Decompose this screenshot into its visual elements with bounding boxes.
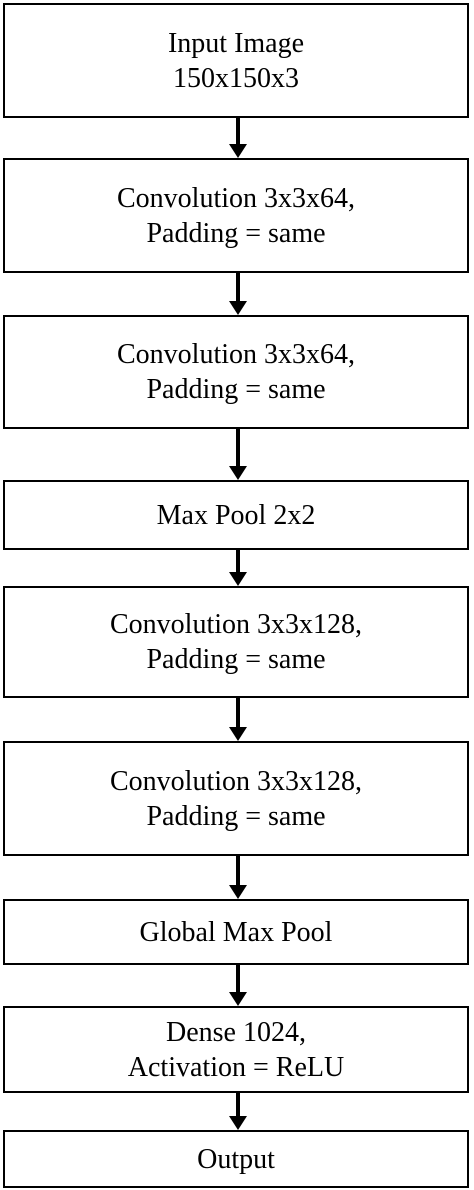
arrow-icon <box>229 550 247 586</box>
box-line: Input Image <box>167 27 305 59</box>
conv-3x3x64-box-2: Convolution 3x3x64, Padding = same <box>3 315 469 429</box>
box-line: Padding = same <box>146 644 326 675</box>
conv-3x3x128-box-1: Convolution 3x3x128, Padding = same <box>3 586 469 698</box>
box-line: Padding = same <box>146 800 326 832</box>
box-line: Convolution 3x3x64, <box>116 339 355 370</box>
input-image-box: Input Image 150x150x3 <box>3 3 469 118</box>
dense-box: Dense 1024, Activation = ReLU <box>3 1006 469 1093</box>
max-pool-box: Max Pool 2x2 <box>3 480 469 550</box>
arrow-icon <box>229 118 247 158</box>
box-line: Activation = ReLU <box>127 1051 345 1083</box>
box-line: Max Pool 2x2 <box>156 499 316 531</box>
conv-3x3x64-box-1: Convolution 3x3x64, Padding = same <box>3 158 469 273</box>
box-line: Convolution 3x3x64, <box>116 182 355 214</box>
arrow-icon <box>229 1093 247 1130</box>
arrow-icon <box>229 429 247 480</box>
global-max-pool-box: Global Max Pool <box>3 899 469 965</box>
arrow-icon <box>229 273 247 315</box>
box-line: Padding = same <box>146 374 326 405</box>
conv-3x3x128-box-2: Convolution 3x3x128, Padding = same <box>3 741 469 856</box>
box-line: Global Max Pool <box>139 916 333 948</box>
output-box: Output <box>3 1130 469 1188</box>
box-line: 150x150x3 <box>173 62 299 94</box>
box-line: Output <box>197 1143 275 1175</box>
box-line: Dense 1024, <box>166 1016 306 1048</box>
box-line: Convolution 3x3x128, <box>109 609 362 640</box>
box-line: Padding = same <box>146 217 326 249</box>
arrow-icon <box>229 698 247 741</box>
arrow-icon <box>229 965 247 1006</box>
box-line: Convolution 3x3x128, <box>109 765 362 797</box>
arrow-icon <box>229 856 247 899</box>
